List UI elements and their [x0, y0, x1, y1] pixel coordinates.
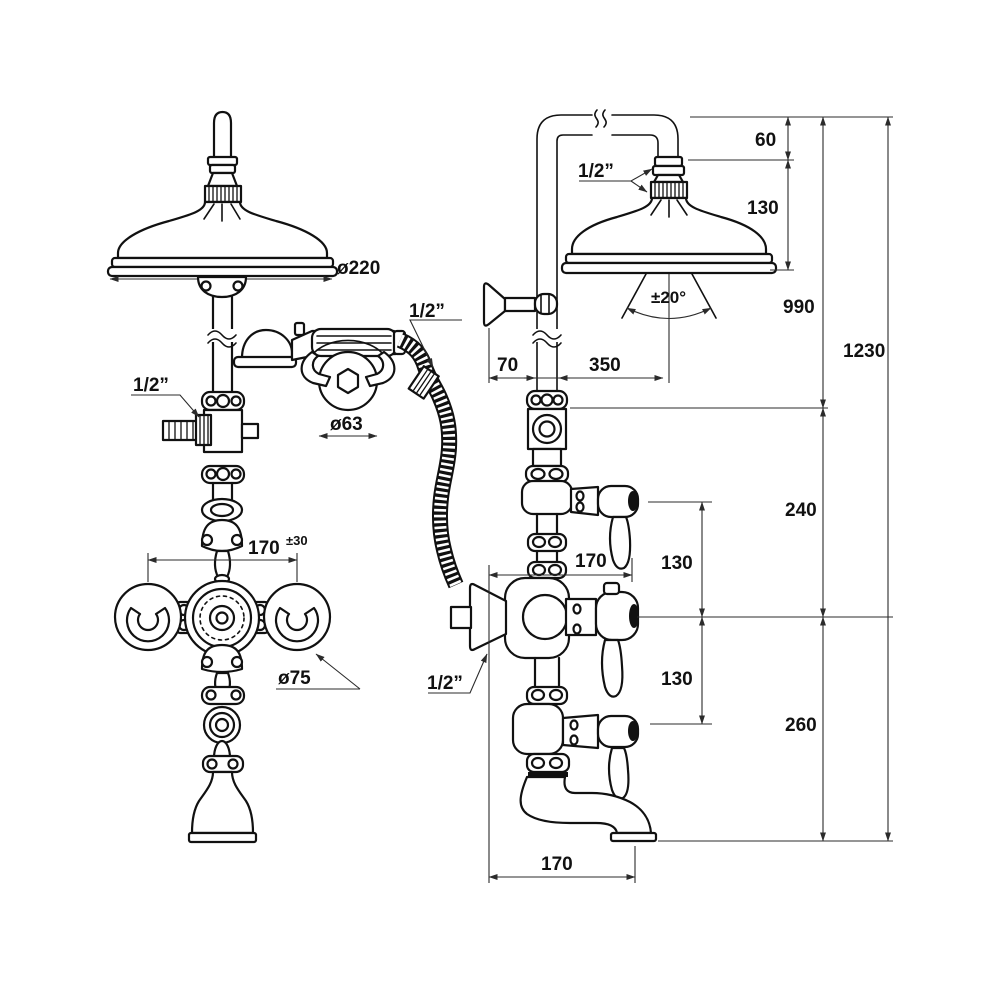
- head-reach-label: 350: [589, 355, 621, 376]
- valve-to-ref-label: 240: [785, 500, 817, 521]
- upper-port-side: [520, 479, 640, 570]
- tub-spout-side: [519, 775, 658, 843]
- dim-cradle-diameter: ø63: [318, 414, 378, 439]
- hose-nut: [407, 365, 440, 400]
- wall-flange: [468, 582, 508, 652]
- shower-hose: [396, 332, 464, 589]
- outlet-thread-label: 1/2”: [133, 375, 169, 396]
- dim-head-thread: 1/2”: [578, 161, 653, 193]
- cradle-diameter-label: ø63: [330, 414, 363, 435]
- lever-gap-lower-label: 130: [661, 669, 693, 690]
- head-diameter-label: ø220: [337, 258, 380, 279]
- dim-handle-span: 170 ±30: [147, 533, 308, 582]
- side-view: 1/2” ±20° 70 350: [427, 109, 893, 883]
- head-height-label: 130: [747, 198, 779, 219]
- hose-outlet-nipple: [161, 413, 213, 447]
- hose-thread-label: 1/2”: [409, 301, 445, 322]
- hand-shower-cradle: [300, 339, 396, 412]
- valve-column-side: [449, 389, 658, 843]
- lever-gap-upper-label: 130: [661, 553, 693, 574]
- upper-lever-front: [200, 497, 244, 585]
- column-pipe-front: [196, 275, 248, 394]
- dim-wall-offset-reach: 70 350: [488, 328, 664, 383]
- lower-port-side: [511, 702, 640, 800]
- wall-offset-label: 70: [497, 355, 518, 376]
- spray-angle: ±20°: [621, 273, 717, 383]
- rain-head-side: [560, 196, 778, 275]
- lower-lever-side: [607, 746, 630, 800]
- wall-bracket: [482, 282, 559, 327]
- diverter-valve-front: [161, 390, 260, 502]
- dim-hose-thread: 1/2”: [409, 301, 462, 368]
- dim-inlet-thread: 1/2”: [427, 653, 488, 694]
- head-offset-label: 60: [755, 130, 776, 151]
- thermostat-body-front: [113, 579, 332, 657]
- dim-vertical-stack: 60 130 990 240 260 1230: [570, 116, 893, 842]
- right-knob: [262, 582, 332, 652]
- dim-knob-diameter: ø75: [276, 653, 361, 690]
- handle-span-tolerance: ±30: [286, 533, 308, 548]
- knob-diameter-label: ø75: [278, 668, 311, 689]
- head-connector-side: [649, 155, 689, 200]
- lower-column-front: [187, 643, 258, 844]
- head-thread-label: 1/2”: [578, 161, 614, 182]
- hand-shower: [232, 321, 407, 369]
- total-height-label: 1230: [843, 341, 885, 362]
- left-knob: [113, 582, 183, 652]
- head-connector-front: [203, 110, 243, 204]
- rain-head-front: [106, 200, 339, 278]
- spray-angle-label: ±20°: [651, 288, 686, 307]
- inlet-nipple: [449, 605, 473, 630]
- valve-depth-label: 170: [575, 551, 607, 572]
- tub-spout-front: [190, 770, 255, 835]
- dim-lever-gaps: 130 130: [648, 501, 712, 725]
- handle-span-label: 170: [248, 538, 280, 559]
- mid-lever-side: [600, 638, 624, 698]
- front-view: ø220: [106, 110, 464, 844]
- below-ref-label: 260: [785, 715, 817, 736]
- thermostat-body-side: [449, 576, 640, 698]
- dim-outlet-thread: 1/2”: [131, 375, 200, 418]
- upper-lever-side: [608, 515, 632, 570]
- dim-valve-depth: 170: [488, 551, 633, 582]
- riser-height-label: 990: [783, 297, 815, 318]
- inlet-thread-label: 1/2”: [427, 673, 463, 694]
- riser-pipe: [532, 109, 679, 393]
- spout-reach-label: 170: [541, 854, 573, 875]
- dim-spout-reach: 170: [488, 565, 636, 883]
